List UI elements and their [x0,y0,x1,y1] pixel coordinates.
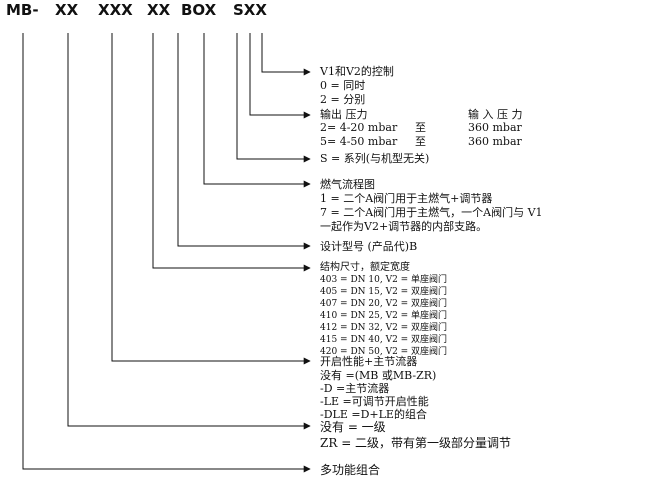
code-xx-1: XX [55,1,79,19]
opening-line: -LE =可调节开启性能 [320,395,429,408]
connector-xx [67,33,311,430]
connector-box [203,33,311,188]
size-line: 407 = DN 20, V2 = 双座阀门 [320,299,448,309]
connector-sxx-2 [261,33,311,76]
pressure-row-in: 360 mbar [468,121,522,134]
pressure-row-out: 2= 4-20 mbar [320,121,398,134]
connector-mb [22,33,311,473]
size-line: 415 = DN 40, V2 = 双座阀门 [320,335,448,345]
pressure-in-label: 输 入 压 力 [468,108,523,121]
opening-line: -DLE =D+LE的组合 [320,408,427,421]
valve-control-line: 2 = 分别 [320,93,366,106]
size-title: 结构尺寸，额定宽度 [320,262,410,273]
pressure-row-to: 至 [415,121,426,134]
gas-flow-line: 一起作为V2+调节器的内部支路。 [320,220,488,233]
size-line: 410 = DN 25, V2 = 单座阀门 [320,311,448,321]
code-mb: MB- [6,1,39,19]
code-xx-2: XX [147,1,171,19]
stage-line: 没有 = 一级 [320,420,386,434]
size-line: 405 = DN 15, V2 = 双座阀门 [320,287,448,297]
pressure-row-to: 至 [415,135,426,148]
pressure-row-out: 5= 4-50 mbar [320,135,398,148]
gas-flow-line: 1 = 二个A阀门用于主燃气+调节器 [320,192,493,205]
connector-sxx-1 [249,33,311,119]
code-box: BOX [181,1,217,19]
series-title: S = 系列(与机型无关) [320,152,430,165]
connector-xx-design [177,33,311,250]
size-line: 420 = DN 50, V2 = 双座阀门 [320,347,448,357]
gas-flow-line: 7 = 二个A阀门用于主燃气，一个A阀门与 V1 [320,206,543,219]
connector-xx-size [152,33,311,272]
gas-flow-title: 燃气流程图 [320,178,375,191]
connector-sxx-s [236,33,311,163]
pressure-out-label: 输出 压力 [320,108,368,121]
valve-control-title: V1和V2的控制 [320,65,394,78]
opening-title: 开启性能+主节流器 [320,355,418,368]
stage-line: ZR = 二级，带有第一级部分量调节 [320,436,512,450]
valve-control-line: 0 = 同时 [320,79,366,92]
opening-line: -D =主节流器 [320,382,390,395]
pressure-row-in: 360 mbar [468,135,522,148]
code-sxx: SXX [233,1,267,19]
multifunction-title: 多功能组合 [320,463,381,477]
code-xxx: XXX [98,1,133,19]
size-line: 412 = DN 32, V2 = 双座阀门 [320,323,448,333]
design-title: 设计型号 (产品代)B [320,240,418,253]
connector-xxx [111,33,311,365]
opening-line: 没有 =(MB 或MB-ZR) [320,369,437,382]
size-line: 403 = DN 10, V2 = 单座阀门 [320,275,448,285]
